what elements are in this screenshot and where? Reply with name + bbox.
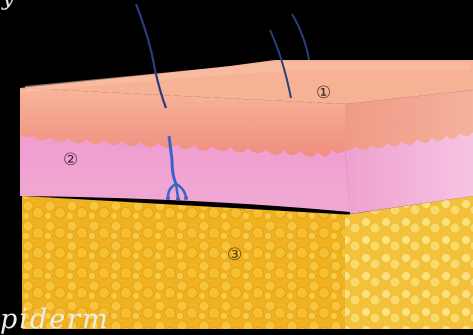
hair-shaft (292, 14, 309, 60)
bottom-caption: piderm (0, 304, 110, 335)
layer-label-1: ① (316, 85, 331, 102)
top-caption: y (2, 0, 15, 11)
layer-label-2: ② (63, 152, 78, 169)
subcutaneous-layer-side (345, 196, 473, 329)
layer-label-3: ③ (227, 247, 242, 264)
